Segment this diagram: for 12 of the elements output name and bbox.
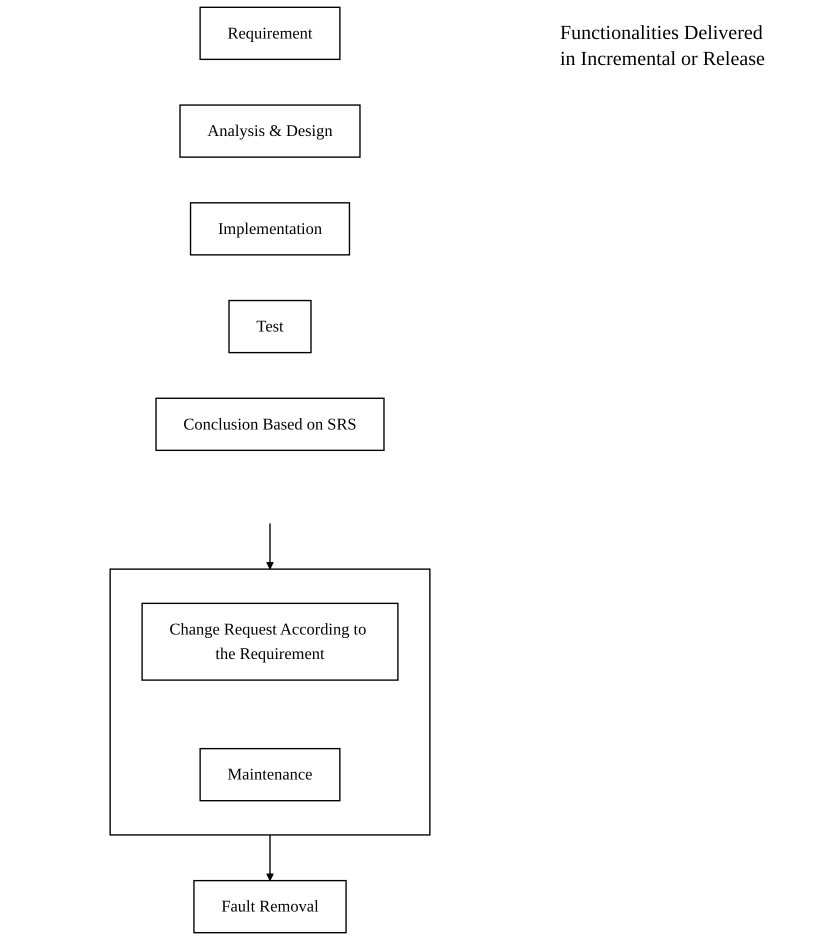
node-box: Analysis & Design — [179, 104, 361, 158]
node-box: Requirement — [199, 6, 341, 60]
arrow — [266, 523, 274, 570]
cluster — [109, 568, 431, 836]
node-box: Conclusion Based on SRS — [155, 398, 385, 452]
note-text: Functionalities Delivered in Incremental or Release — [560, 21, 766, 72]
arrow — [266, 834, 274, 881]
node-box: Implementation — [190, 202, 350, 256]
node-box: Change Request According to the Requirement — [141, 602, 399, 681]
node-box: Fault Removal — [193, 880, 347, 934]
node-box: Test — [228, 300, 312, 354]
node-box: Maintenance — [199, 748, 341, 802]
